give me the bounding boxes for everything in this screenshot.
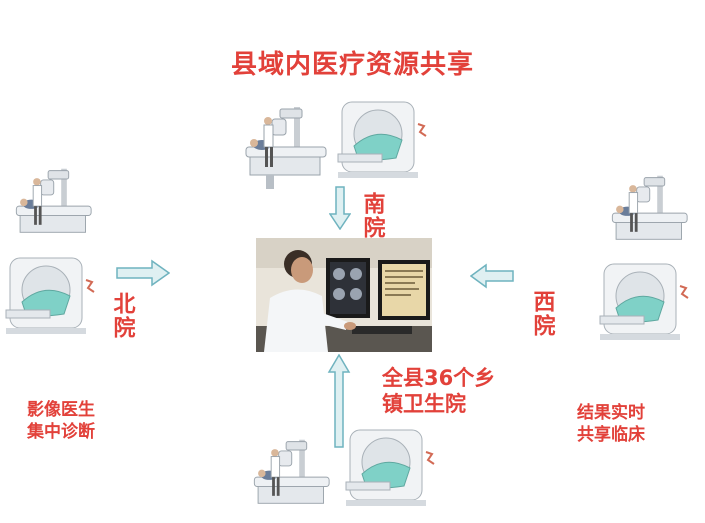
township-clinics-label: 全县36个乡 镇卫生院	[382, 365, 495, 418]
south-ct-scanner-icon	[336, 100, 432, 182]
south-hospital-label-text: 南院	[359, 192, 385, 240]
right-caption: 结果实时 共享临床	[577, 402, 645, 446]
left-caption-line-2: 集中诊断	[27, 422, 95, 443]
south-hospital-label: 南院	[358, 192, 388, 240]
north-ct-scanner-icon	[4, 256, 100, 338]
north-hospital-label-text: 北院	[109, 292, 135, 340]
right-caption-line-2: 共享临床	[577, 425, 645, 446]
arrow-left-from-west	[470, 263, 514, 289]
right-caption-line-1: 结果实时	[577, 403, 645, 423]
south-xray-icon	[236, 103, 328, 195]
arrow-up-from-township	[327, 354, 351, 448]
west-ct-scanner-icon	[598, 262, 694, 344]
township-ct-scanner-icon	[344, 428, 440, 510]
township-line-1: 全县36个乡	[382, 366, 496, 390]
west-xray-icon	[598, 172, 694, 258]
north-hospital-label: 北院	[108, 292, 138, 340]
arrow-down-from-south	[329, 186, 351, 230]
page-title: 县域内医疗资源共享	[230, 50, 474, 80]
left-caption-line-1: 影像医生	[27, 400, 95, 420]
north-xray-icon	[2, 165, 98, 251]
township-xray-icon	[242, 436, 334, 522]
west-hospital-label: 西院	[528, 290, 558, 338]
west-hospital-label-text: 西院	[529, 290, 555, 338]
township-line-2: 镇卫生院	[382, 392, 466, 417]
arrow-right-from-north	[116, 259, 170, 287]
radiologist-workstation-photo	[256, 238, 432, 352]
left-caption: 影像医生 集中诊断	[27, 399, 95, 443]
